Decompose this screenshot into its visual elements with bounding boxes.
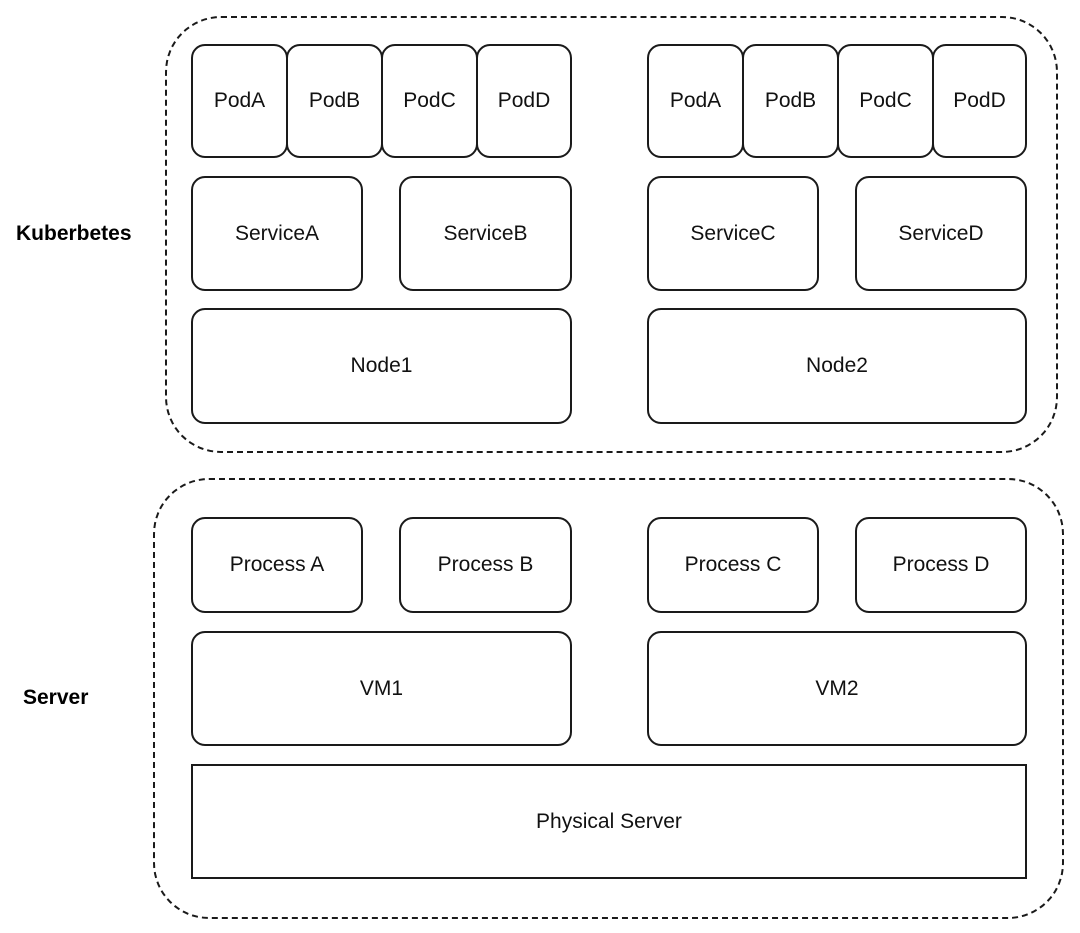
pod-box-c-left: PodC (381, 44, 478, 158)
service-box-d: ServiceD (855, 176, 1027, 291)
process-box-c: Process C (647, 517, 819, 613)
kubernetes-label: Kuberbetes (16, 222, 132, 245)
service-box-a: ServiceA (191, 176, 363, 291)
vm-box-2: VM2 (647, 631, 1027, 746)
server-label: Server (23, 686, 89, 709)
pod-box-a-left: PodA (191, 44, 288, 158)
server-group (153, 478, 1064, 919)
process-box-a: Process A (191, 517, 363, 613)
process-box-b: Process B (399, 517, 572, 613)
pod-box-d-left: PodD (476, 44, 572, 158)
process-box-d: Process D (855, 517, 1027, 613)
pod-box-a-right: PodA (647, 44, 744, 158)
pod-box-b-right: PodB (742, 44, 839, 158)
pod-box-d-right: PodD (932, 44, 1027, 158)
physical-server-box: Physical Server (191, 764, 1027, 879)
node-box-2: Node2 (647, 308, 1027, 424)
vm-box-1: VM1 (191, 631, 572, 746)
node-box-1: Node1 (191, 308, 572, 424)
pod-box-c-right: PodC (837, 44, 934, 158)
service-box-c: ServiceC (647, 176, 819, 291)
kubernetes-group (165, 16, 1058, 453)
pod-box-b-left: PodB (286, 44, 383, 158)
service-box-b: ServiceB (399, 176, 572, 291)
